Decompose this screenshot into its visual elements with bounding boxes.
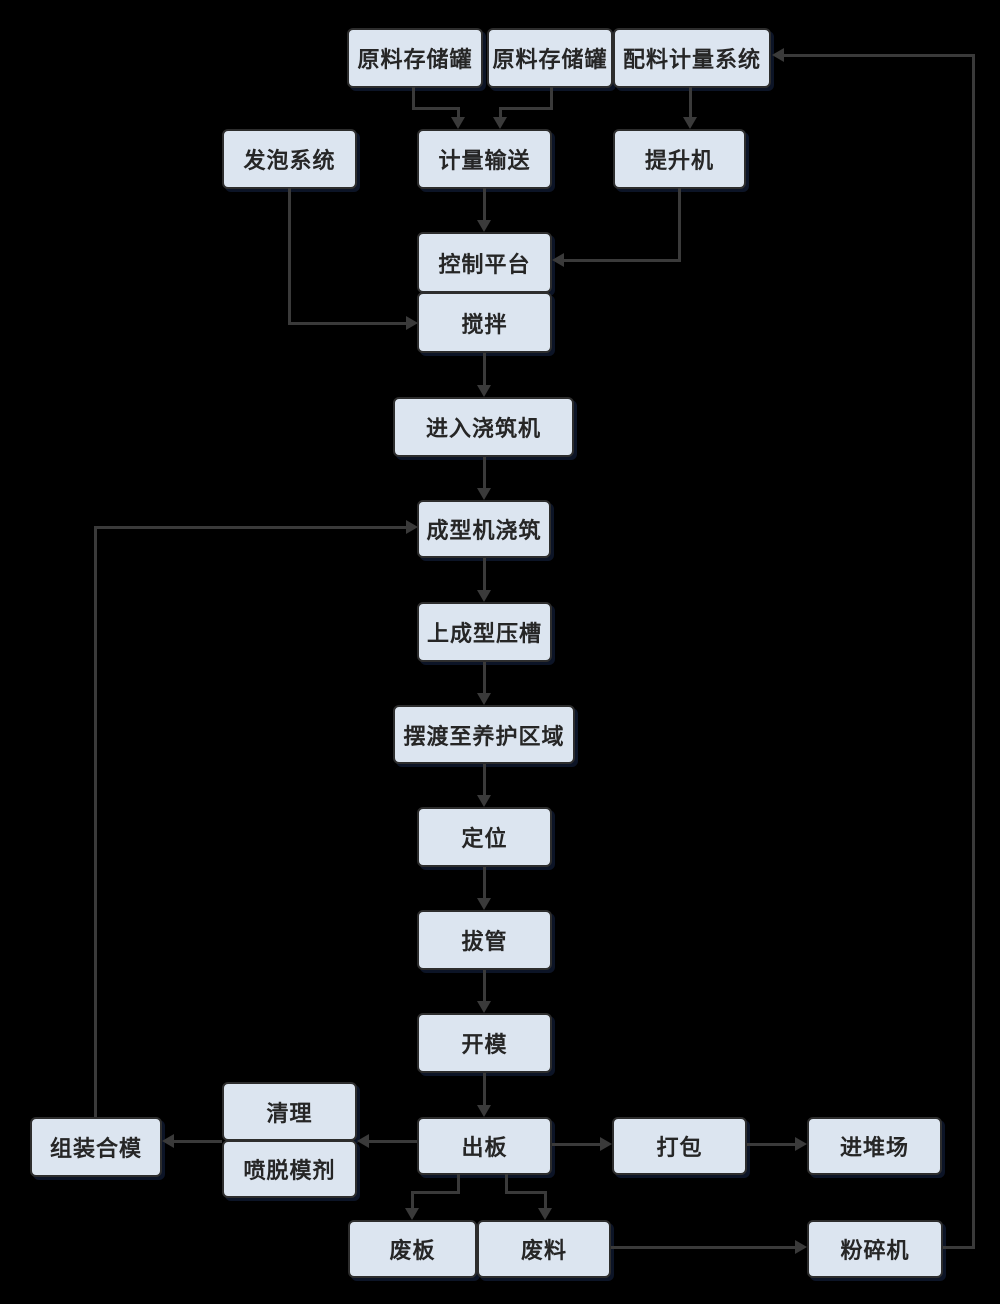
node-positioning: 定位: [417, 807, 552, 867]
connector-line: [369, 1140, 417, 1143]
node-tank-1: 原料存储罐: [347, 28, 483, 88]
connector-line: [499, 107, 553, 110]
connector-line: [678, 188, 681, 261]
node-cleaning: 清理: [222, 1082, 357, 1141]
connector-line: [483, 662, 486, 697]
connector-line: [972, 54, 975, 1249]
connector-line: [483, 867, 486, 902]
connector-line: [747, 1143, 796, 1146]
connector-line: [483, 764, 486, 799]
arrowhead-down-icon: [538, 1208, 552, 1220]
arrowhead-down-icon: [477, 220, 491, 232]
arrowhead-down-icon: [683, 117, 697, 129]
arrowhead-right-icon: [795, 1240, 807, 1254]
arrowhead-left-icon: [772, 48, 784, 62]
connector-line: [411, 1191, 414, 1209]
node-board-out: 出板: [417, 1117, 552, 1175]
arrowhead-down-icon: [477, 590, 491, 602]
arrowhead-right-icon: [406, 520, 418, 534]
connector-line: [550, 87, 553, 110]
connector-line: [174, 1140, 222, 1143]
arrowhead-down-icon: [477, 488, 491, 500]
node-foaming-system: 发泡系统: [222, 129, 357, 189]
node-forming-groove: 上成型压槽: [417, 602, 552, 662]
arrowhead-down-icon: [451, 117, 465, 129]
node-waste-board: 废板: [348, 1220, 477, 1278]
arrowhead-down-icon: [405, 1208, 419, 1220]
connector-line: [94, 526, 97, 1117]
connector-line: [288, 322, 408, 325]
connector-line: [94, 526, 407, 529]
arrowhead-down-icon: [477, 795, 491, 807]
arrowhead-left-icon: [552, 253, 564, 267]
connector-line: [552, 1143, 600, 1146]
node-packing: 打包: [612, 1117, 747, 1175]
connector-line: [412, 107, 460, 110]
arrowhead-down-icon: [477, 693, 491, 705]
arrowhead-right-icon: [795, 1137, 807, 1151]
connector-line: [544, 1191, 547, 1209]
arrowhead-down-icon: [493, 117, 507, 129]
node-mold-opening: 开模: [417, 1013, 552, 1073]
connector-line: [483, 970, 486, 1005]
node-hoist: 提升机: [613, 129, 746, 189]
connector-line: [689, 87, 692, 119]
node-control-platform: 控制平台: [417, 232, 552, 293]
node-enter-pouring-machine: 进入浇筑机: [393, 397, 574, 457]
node-spray-release-agent: 喷脱模剂: [222, 1140, 357, 1198]
connector-line: [943, 1246, 975, 1249]
node-ferry-to-curing: 摆渡至养护区域: [393, 705, 575, 764]
node-tube-pulling: 拔管: [417, 910, 552, 970]
connector-line: [288, 188, 291, 325]
arrowhead-right-icon: [406, 316, 418, 330]
arrowhead-down-icon: [477, 1105, 491, 1117]
connector-line: [457, 1174, 460, 1194]
connector-line: [457, 107, 460, 119]
arrowhead-left-icon: [357, 1134, 369, 1148]
arrowhead-right-icon: [600, 1137, 612, 1151]
connector-line: [483, 1073, 486, 1109]
node-tank-2: 原料存储罐: [487, 28, 613, 88]
node-metering-conveyor: 计量输送: [417, 129, 552, 189]
arrowhead-down-icon: [477, 898, 491, 910]
node-batching-system: 配料计量系统: [613, 28, 771, 88]
connector-line: [483, 558, 486, 594]
arrowhead-down-icon: [477, 1001, 491, 1013]
arrowhead-left-icon: [162, 1134, 174, 1148]
node-stacking-yard: 进堆场: [807, 1117, 942, 1175]
arrowhead-down-icon: [477, 385, 491, 397]
node-assemble-mold: 组装合模: [30, 1117, 162, 1177]
connector-line: [505, 1174, 508, 1194]
connector-line: [563, 259, 681, 262]
node-forming-machine-pouring: 成型机浇筑: [417, 500, 551, 558]
connector-line: [411, 1191, 460, 1194]
connector-line: [483, 188, 486, 222]
connector-line: [499, 107, 502, 119]
connector-line: [483, 353, 486, 389]
node-crusher: 粉碎机: [807, 1220, 943, 1278]
connector-line: [483, 457, 486, 492]
node-mixing: 搅拌: [417, 292, 552, 353]
connector-line: [784, 54, 974, 57]
connector-line: [611, 1246, 795, 1249]
connector-line: [412, 87, 415, 110]
node-waste-material: 废料: [477, 1220, 611, 1278]
connector-line: [505, 1191, 547, 1194]
